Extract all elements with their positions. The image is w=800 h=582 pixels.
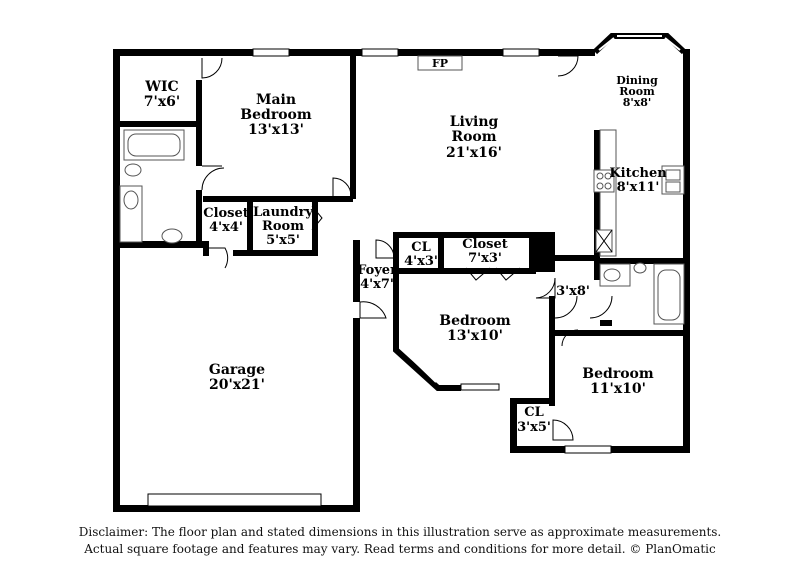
kitchen-name: Kitchen (609, 166, 667, 181)
closet-main-name: Closet (203, 206, 249, 221)
disclaimer-line-2: Actual square footage and features may v… (84, 542, 716, 556)
cl-small-dim: 4'x3' (404, 254, 438, 269)
wic-name: WIC (144, 79, 178, 95)
bedroom-window-bay (404, 351, 437, 383)
bedroom2-dim: 13'x10' (447, 328, 503, 344)
dining-room-name-1: Dining (616, 74, 658, 87)
living-room-name-1: Living (450, 114, 499, 130)
main-bedroom-dim: 13'x13' (248, 122, 304, 138)
bedroom2-name: Bedroom (439, 313, 511, 329)
hall-dim: 3'x8' (556, 284, 590, 299)
dining-room-name-2: Room (619, 85, 655, 98)
fireplace-label: FP (432, 57, 448, 70)
cl-bed3-dim: 3'x5' (517, 420, 551, 435)
wic-dim: 7'x6' (144, 94, 180, 110)
floor-plan: FP WIC 7'x6' Main Bedroom 13'x13' Living… (113, 33, 690, 512)
doors (201, 55, 613, 441)
laundry-name-1: Laundry (253, 205, 313, 220)
bedroom3-name: Bedroom (582, 366, 654, 382)
windows (147, 48, 612, 507)
dining-room-dim: 8'x8' (623, 96, 652, 109)
cl-small-name: CL (411, 240, 431, 255)
garage-dim: 20'x21' (209, 377, 265, 393)
disclaimer: Disclaimer: The floor plan and stated di… (0, 524, 800, 558)
kitchen-dim: 8'x11' (617, 180, 660, 195)
living-room-dim: 21'x16' (446, 145, 502, 161)
garage-name: Garage (209, 362, 265, 378)
closet-main-dim: 4'x4' (209, 220, 243, 235)
main-bedroom-name-1: Main (256, 92, 296, 108)
fixtures (119, 55, 685, 325)
disclaimer-line-1: Disclaimer: The floor plan and stated di… (78, 525, 722, 539)
closet-bed-name: Closet (462, 237, 508, 252)
laundry-name-2: Room (262, 219, 304, 234)
cl-bed3-name: CL (524, 405, 544, 420)
living-room-name-2: Room (451, 129, 496, 145)
main-bedroom-name-2: Bedroom (240, 107, 312, 123)
foyer-name: Foyer (357, 263, 397, 278)
foyer-dim: 4'x7' (360, 277, 394, 292)
closet-bed-dim: 7'x3' (468, 251, 502, 266)
laundry-dim: 5'x5' (266, 233, 300, 248)
bay-window (592, 33, 687, 55)
bedroom3-dim: 11'x10' (590, 381, 646, 397)
